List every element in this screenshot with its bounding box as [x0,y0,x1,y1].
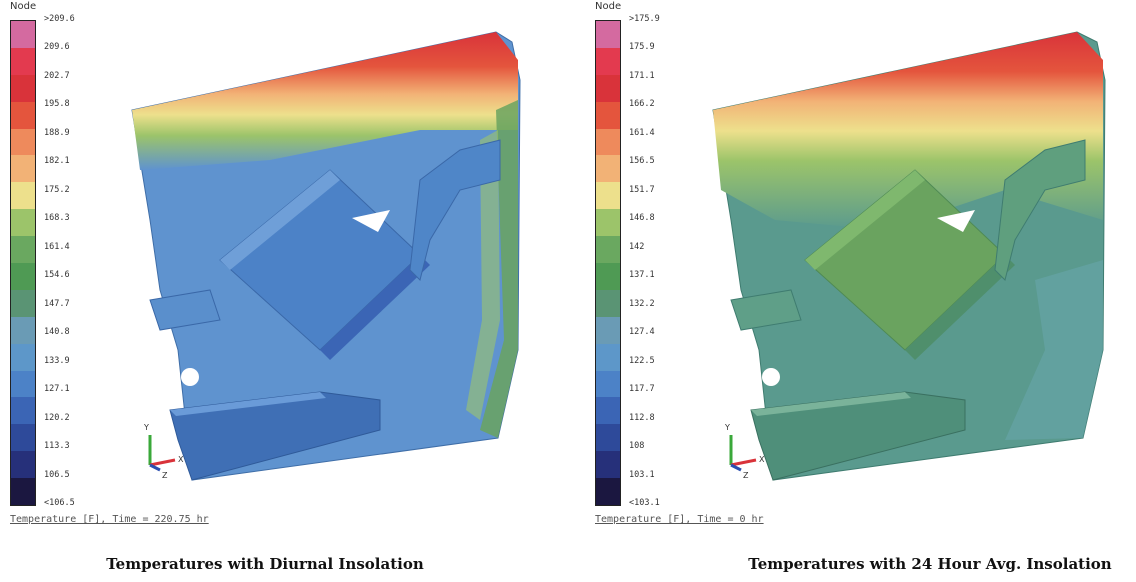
colorbar-swatch [596,236,620,264]
colorbar-tick-label: 127.1 [44,384,70,395]
colorbar-tick-label: >209.6 [44,14,75,24]
colorbar-tick-label: 182.1 [44,156,70,167]
colorbar-tick-label: 112.8 [629,412,655,423]
colorbar-swatch [596,478,620,506]
colorbar-tick-label: 188.9 [44,127,70,138]
thermal-model-view: Y X Z [131,31,521,481]
colorbar-tick-label: <106.5 [44,498,75,508]
colorbar-tick-label: 106.5 [44,469,70,480]
colorbar-tick-label: 202.7 [44,70,70,81]
colorbar-swatch [596,263,620,291]
colorbar-tick-label: 154.6 [44,270,70,281]
colorbar-swatch [11,47,35,76]
colorbar-swatch [11,101,35,130]
colorbar-swatch [11,343,35,372]
hot-top-band [132,32,518,170]
colorbar-tick-label: 166.2 [629,99,655,110]
colorbar-swatch [11,128,35,156]
colorbar-swatch [11,316,35,345]
colorbar-tick-label: 132.2 [629,298,655,309]
right-edge-band [480,100,518,438]
colorbar-swatch [11,424,35,452]
colorbar-swatch [596,316,620,345]
colorbar-tick-label: 175.2 [44,184,70,195]
temperature-colorbar [10,20,36,506]
colorbar-tick-label: 108 [629,441,645,452]
coordinate-triad: Y X Z [143,423,184,480]
colorbar-tick-label: 146.8 [629,213,655,224]
colorbar-swatch [596,128,620,156]
colorbar-swatch [596,451,620,479]
colorbar-tick-label: >175.9 [629,14,660,24]
colorbar-tick-label: 120.2 [44,412,70,423]
colorbar-tick-label: 133.9 [44,355,70,366]
temperature-colorbar [595,20,621,506]
mount-hole [762,368,780,386]
colorbar-swatch [11,209,35,237]
colorbar-tick-label: <103.1 [629,498,660,508]
colorbar-tick-label: 151.7 [629,184,655,195]
colorbar-swatch [596,209,620,237]
plot-subtitle: Temperature [F], Time = 0 hr [595,514,764,525]
svg-text:Y: Y [143,423,149,432]
colorbar-swatch [11,74,35,103]
colorbar-swatch [596,424,620,452]
colorbar-tick-label: 127.4 [629,327,655,338]
coordinate-triad: Y X Z [724,423,765,480]
thermal-model-view: Y X Z [712,31,1106,481]
svg-text:Z: Z [162,471,168,480]
colorbar-tick-label: 140.8 [44,327,70,338]
colorbar-tick-label: 142 [629,241,645,252]
cutout [352,210,390,232]
colorbar-tick-label: 147.7 [44,298,70,309]
legend-title: Node [10,1,37,12]
colorbar-tick-label: 161.4 [629,127,655,138]
colorbar-tick-label: 175.9 [629,42,655,53]
colorbar-tick-label: 171.1 [629,70,655,81]
mount-hole [181,368,199,386]
colorbar-swatch [11,397,35,425]
colorbar-swatch [11,236,35,264]
colorbar-swatch [11,182,35,210]
contour-plot-diurnal: Node >209.6 209.6 202.7 195.8 188.9 182.1 175.… [0,0,560,582]
colorbar-swatch [596,74,620,103]
colorbar-tick-label: 161.4 [44,241,70,252]
colorbar-tick-label: 113.3 [44,441,70,452]
colorbar-swatch [596,370,620,398]
colorbar-swatch [596,155,620,183]
colorbar-swatch [596,47,620,76]
colorbar-tick-label: 122.5 [629,355,655,366]
colorbar-swatch [596,21,620,49]
cutout [937,210,975,232]
colorbar-swatch [596,343,620,372]
colorbar-swatch [11,21,35,49]
colorbar-swatch [596,397,620,425]
colorbar-tick-label: 209.6 [44,42,70,53]
plot-subtitle: Temperature [F], Time = 220.75 hr [10,514,209,525]
colorbar-tick-label: 137.1 [629,270,655,281]
colorbar-tick-label: 156.5 [629,156,655,167]
colorbar-swatch [11,263,35,291]
colorbar-swatch [11,451,35,479]
svg-text:Y: Y [724,423,730,432]
svg-text:X: X [759,455,765,464]
colorbar-swatch [596,182,620,210]
colorbar-swatch [596,289,620,318]
figure-caption: Temperatures with 24 Hour Avg. Insolatio… [748,555,1112,573]
colorbar-swatch [11,370,35,398]
colorbar-swatch [596,101,620,130]
colorbar-tick-label: 117.7 [629,384,655,395]
legend-title: Node [595,1,622,12]
figure-caption: Temperatures with Diurnal Insolation [106,555,424,573]
contour-plot-avg-insolation: Node >175.9 175.9 171.1 166.2 161.4 156.5 151.… [585,0,1136,582]
colorbar-tick-label: 195.8 [44,99,70,110]
colorbar-tick-label: 103.1 [629,469,655,480]
svg-text:Z: Z [743,471,749,480]
colorbar-swatch [11,478,35,506]
svg-text:X: X [178,455,184,464]
colorbar-swatch [11,155,35,183]
colorbar-tick-label: 168.3 [44,213,70,224]
colorbar-swatch [11,289,35,318]
